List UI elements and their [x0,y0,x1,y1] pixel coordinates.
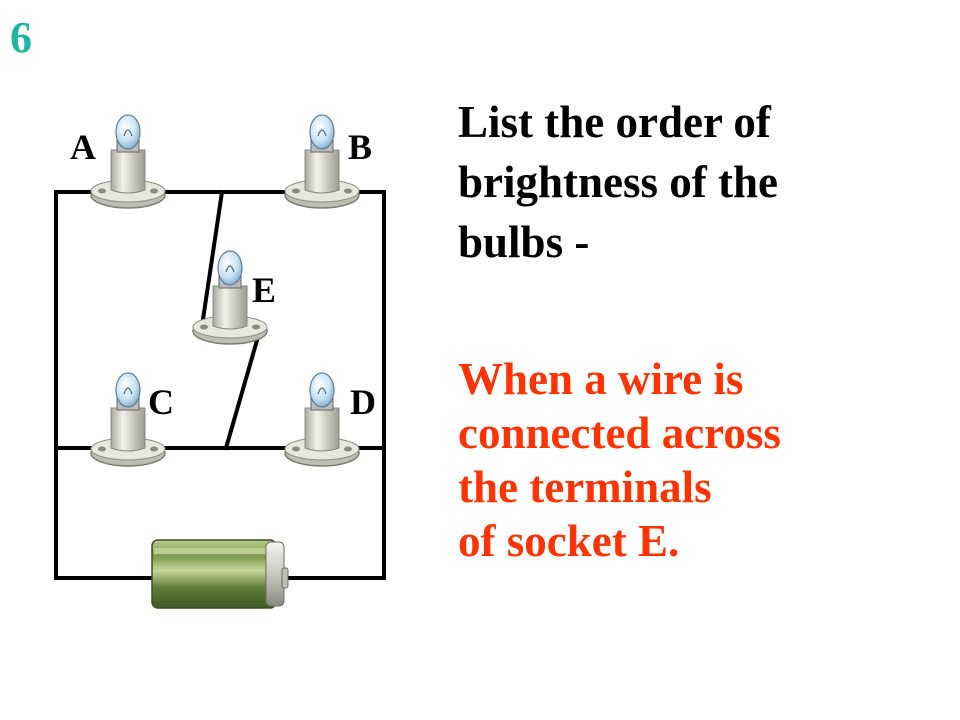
question-line: brightness of the [458,157,779,207]
question-text: List the order of brightness of the bulb… [458,92,938,272]
bulb-label-c: C [148,382,174,422]
wires [54,189,386,580]
bulb-d [284,372,360,467]
bulb-label-d: D [350,382,376,422]
light-bulb-icon [284,372,360,467]
slide-number: 6 [10,13,32,62]
condition-line: the terminals [458,462,712,512]
bulb-label-e: E [252,270,276,310]
question-line: bulbs - [458,217,590,267]
condition-line: of socket E. [458,516,680,566]
bulb-c [90,372,166,467]
bulb-a [90,114,166,209]
light-bulb-icon [90,372,166,467]
bulb-b [284,114,360,209]
bulb-label-a: A [70,127,96,167]
wire-to-e-top [199,189,225,329]
light-bulb-icon [192,250,268,345]
bulb-label-b: B [348,127,372,167]
battery-icon [151,539,289,609]
bulb-e [192,250,268,345]
wire-from-e-bottom [223,327,263,451]
condition-text: When a wire is connected across the term… [458,352,938,568]
condition-line: connected across [458,408,781,458]
light-bulb-icon [284,114,360,209]
question-line: List the order of [458,97,771,147]
condition-line: When a wire is [458,354,744,404]
circuit-diagram: A B E C D [54,114,386,609]
light-bulb-icon [90,114,166,209]
battery [151,539,289,609]
